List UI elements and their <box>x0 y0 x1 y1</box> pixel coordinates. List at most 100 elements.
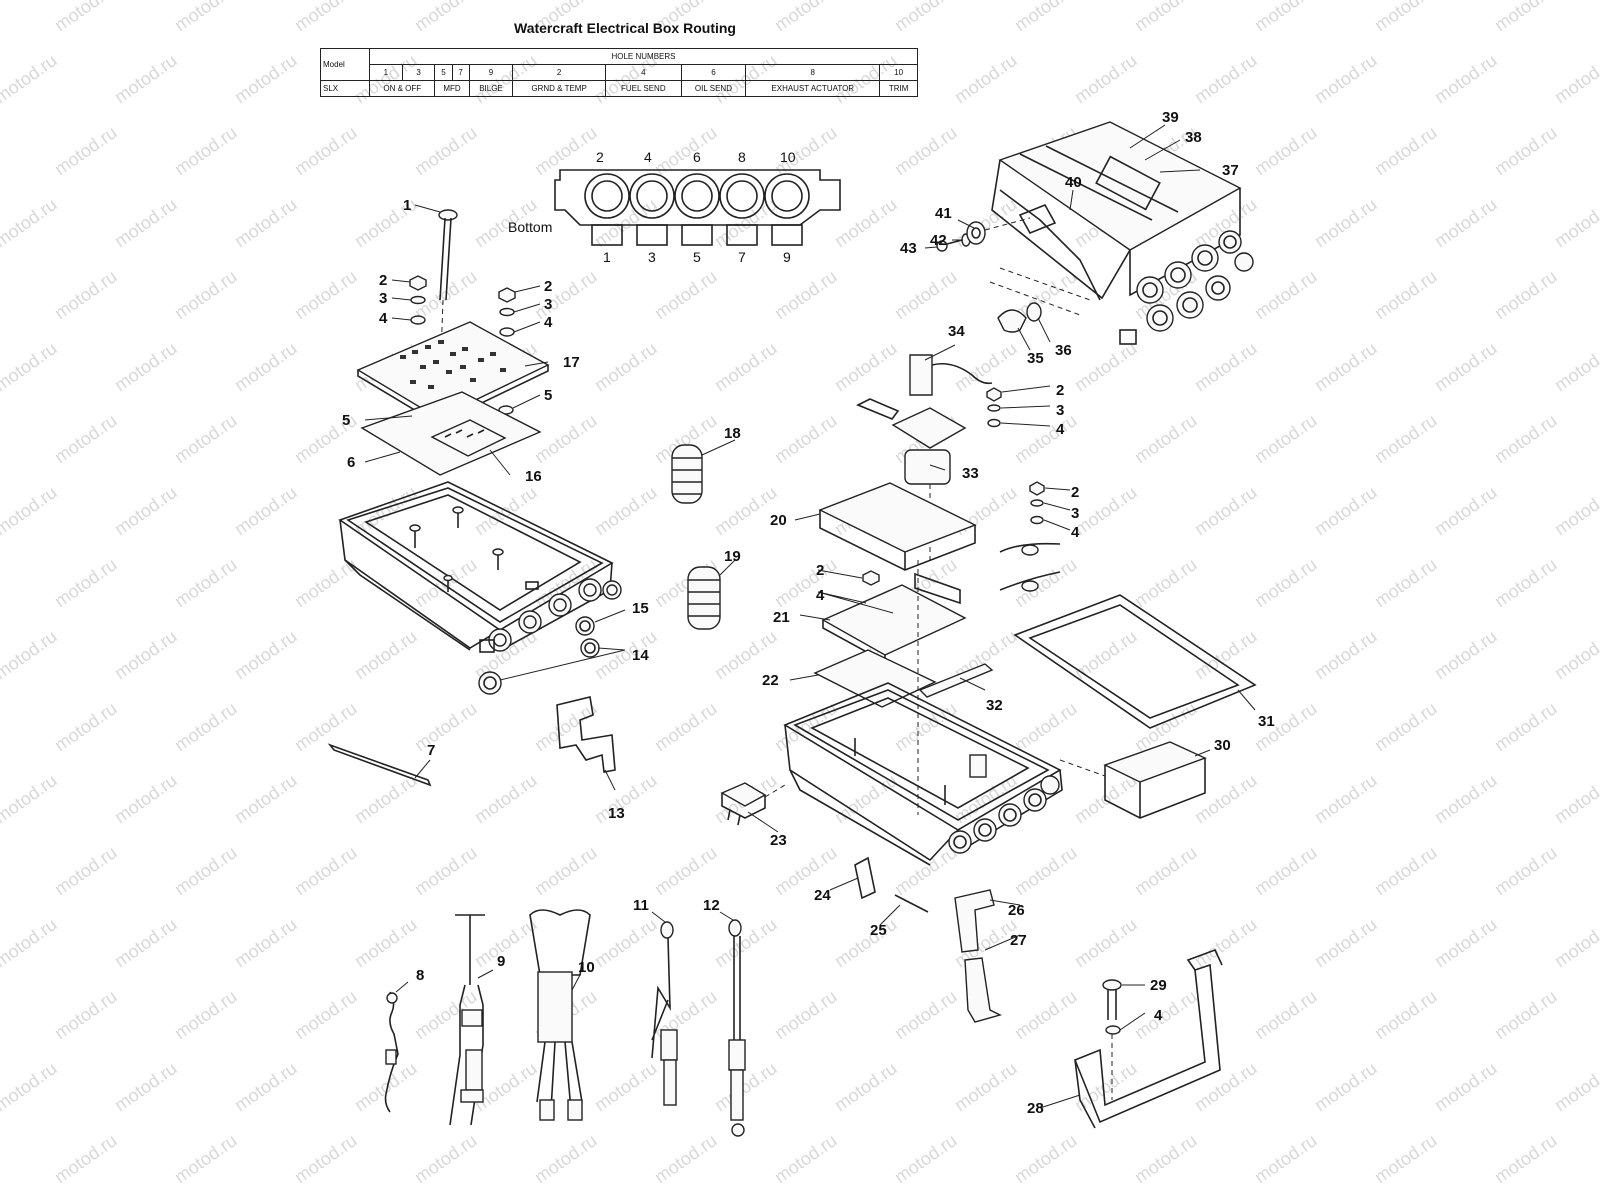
insulator-sheet <box>813 649 937 708</box>
pin <box>894 894 929 913</box>
callout-36: 36 <box>1055 342 1072 359</box>
callout-38: 38 <box>1185 129 1202 146</box>
callout-25: 25 <box>870 922 887 939</box>
hole-number: 1 <box>603 249 611 265</box>
callout-4: 4 <box>379 310 388 327</box>
hole-number: 3 <box>648 249 656 265</box>
callout-27: 27 <box>1010 932 1027 949</box>
callout-29: 29 <box>1150 977 1167 994</box>
callout-39: 39 <box>1162 109 1179 126</box>
leader-lines <box>364 124 1256 1109</box>
callout-2: 2 <box>1056 382 1064 399</box>
routing-cell: FUEL SEND <box>604 80 682 97</box>
callout-9: 9 <box>497 953 505 970</box>
hole-number: 5 <box>693 249 701 265</box>
right-assembly <box>720 121 1257 1129</box>
callout-30: 30 <box>1214 737 1231 754</box>
lower-box-left <box>338 481 622 653</box>
hole-number: 8 <box>738 149 746 165</box>
vent-plug <box>997 302 1042 333</box>
retaining-clip <box>854 856 876 900</box>
table-row: SLX ON & OFF MFD BILGE GRND & TEMP FUEL … <box>320 80 918 97</box>
hole-number: 6 <box>693 149 701 165</box>
callout-4: 4 <box>544 314 553 331</box>
insulator-plate <box>360 391 542 476</box>
callout-33: 33 <box>962 465 979 482</box>
callout-3: 3 <box>1056 402 1064 419</box>
routing-cell: BILGE <box>468 80 514 97</box>
routing-cell: TRIM <box>879 80 918 97</box>
callout-37: 37 <box>1222 162 1239 179</box>
callout-17: 17 <box>563 354 580 371</box>
callout-3: 3 <box>544 296 552 313</box>
connector-plug <box>720 782 786 826</box>
routing-cell: GRND & TEMP <box>512 80 606 97</box>
callout-43: 43 <box>900 240 917 257</box>
mounting-strap <box>1073 948 1223 1129</box>
callout-24: 24 <box>814 887 831 904</box>
nut-washer-stack-right <box>986 387 1061 592</box>
callout-35: 35 <box>1027 350 1044 367</box>
module-block <box>818 482 977 571</box>
diagram-title: Watercraft Electrical Box Routing <box>514 20 736 36</box>
callout-4: 4 <box>816 587 825 604</box>
callout-4: 4 <box>1154 1007 1163 1024</box>
mounting-bracket-plate <box>821 572 967 664</box>
callout-labels: 1 2 3 4 2 3 4 17 5 5 6 16 15 14 7 13 18 … <box>342 109 1275 1117</box>
hole-number: 4 <box>644 149 652 165</box>
callout-42: 42 <box>930 232 947 249</box>
callout-28: 28 <box>1027 1100 1044 1117</box>
callout-19: 19 <box>724 548 741 565</box>
callout-22: 22 <box>762 672 779 689</box>
callout-2: 2 <box>544 278 552 295</box>
callout-34: 34 <box>948 323 965 340</box>
callout-2: 2 <box>816 562 824 579</box>
hole-number: 2 <box>596 149 604 165</box>
callout-6: 6 <box>347 454 355 471</box>
assembled-electrical-box <box>991 121 1254 345</box>
callout-23: 23 <box>770 832 787 849</box>
callout-14: 14 <box>632 647 649 664</box>
strap-handle <box>954 889 1002 1023</box>
callout-3: 3 <box>1071 505 1079 522</box>
callout-4: 4 <box>1071 524 1080 541</box>
callout-10: 10 <box>578 959 595 976</box>
callout-7: 7 <box>427 742 435 759</box>
callout-41: 41 <box>935 205 952 222</box>
callout-2: 2 <box>379 272 387 289</box>
lid-gasket <box>1013 594 1257 729</box>
callout-12: 12 <box>703 897 720 914</box>
callout-4: 4 <box>1056 421 1065 438</box>
callout-18: 18 <box>724 425 741 442</box>
callout-1: 1 <box>403 197 411 214</box>
callout-13: 13 <box>608 805 625 822</box>
callout-26: 26 <box>1008 902 1025 919</box>
lower-box-right <box>783 560 1063 866</box>
callout-5: 5 <box>544 387 552 404</box>
bolt <box>437 209 458 441</box>
wire-harnesses <box>384 909 746 1137</box>
callout-20: 20 <box>770 512 787 529</box>
callout-3: 3 <box>379 290 387 307</box>
routing-cell: EXHAUST ACTUATOR <box>745 80 881 97</box>
callout-21: 21 <box>773 609 790 626</box>
callout-16: 16 <box>525 468 542 485</box>
bracket <box>556 696 616 773</box>
routing-cell: OIL SEND <box>680 80 747 97</box>
hole-number: 7 <box>738 249 746 265</box>
mounting-bolt <box>1102 979 1122 1100</box>
callout-11: 11 <box>633 897 649 914</box>
callout-40: 40 <box>1065 174 1082 191</box>
cable-tie <box>327 743 432 787</box>
callout-15: 15 <box>632 600 649 617</box>
bottom-view: Bottom 2 4 6 8 10 1 3 5 7 9 <box>508 149 841 265</box>
routing-cell: ON & OFF <box>368 80 436 97</box>
hole-routing-table: Model HOLE NUMBERS 1 3 5 7 9 2 4 6 8 10 … <box>320 48 918 97</box>
model-header: Model <box>320 48 370 81</box>
callout-31: 31 <box>1258 713 1275 730</box>
cap-plugs <box>478 616 600 695</box>
hole-number: 10 <box>780 149 796 165</box>
callout-5: 5 <box>342 412 350 429</box>
hole-number: 9 <box>783 249 791 265</box>
